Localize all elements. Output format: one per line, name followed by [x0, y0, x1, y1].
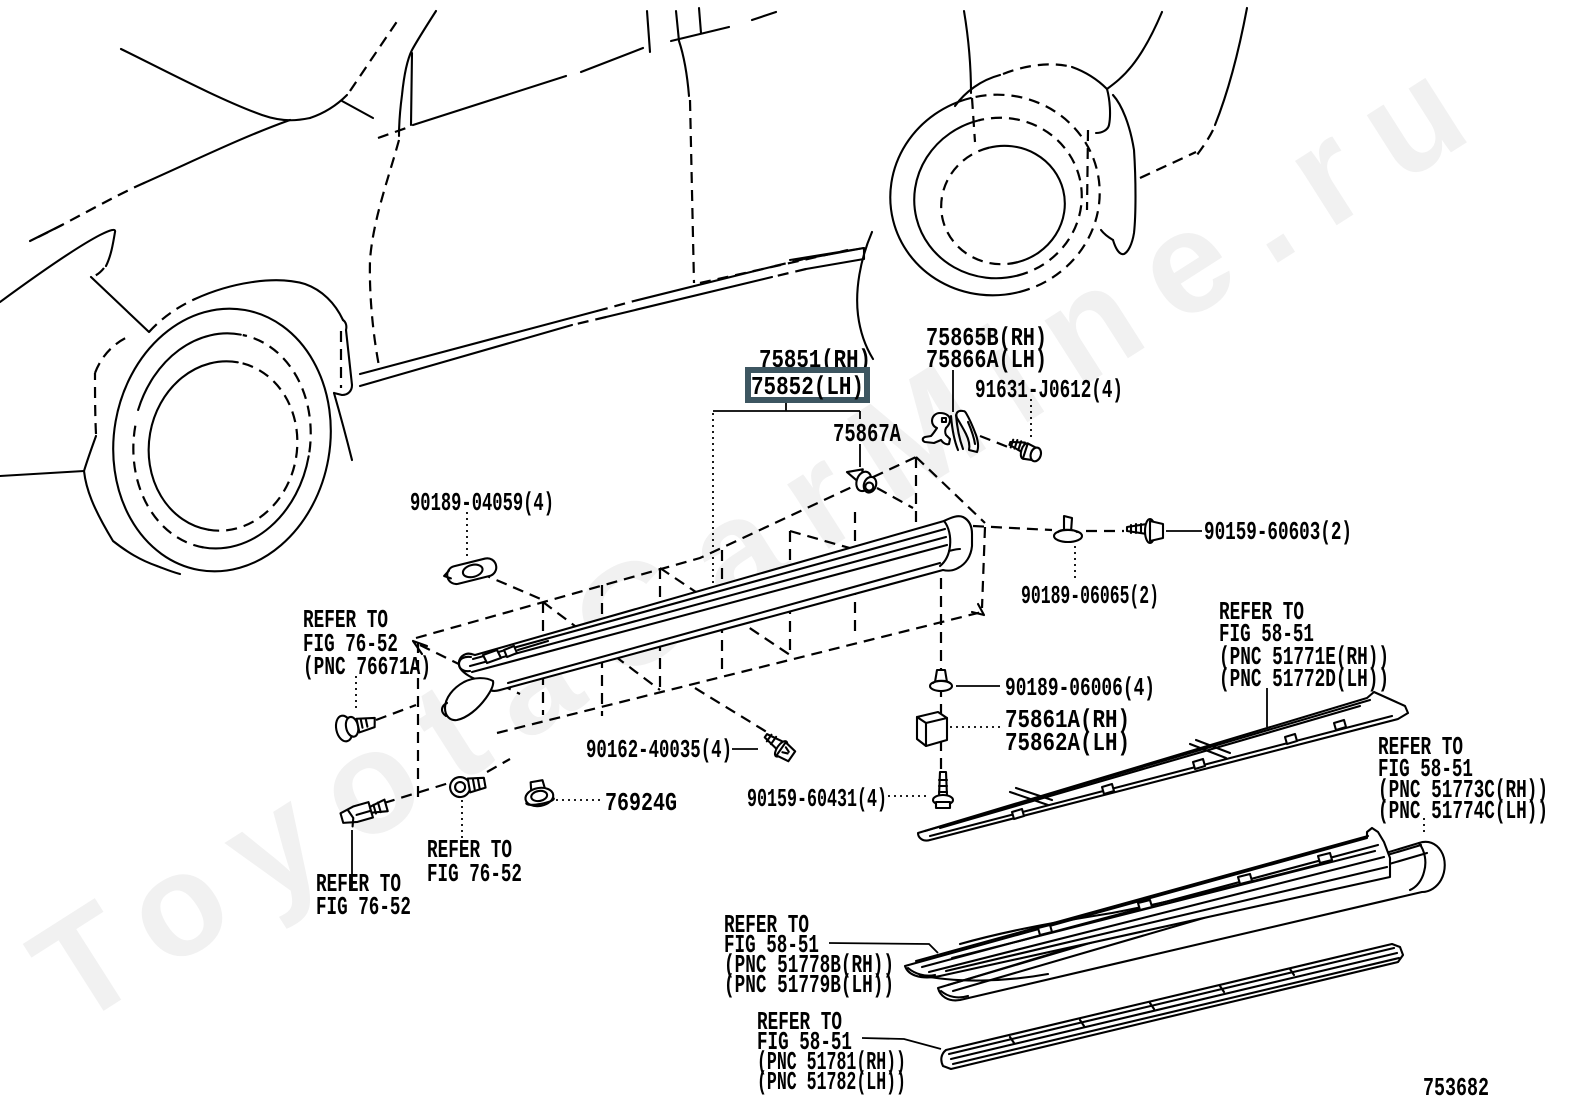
- svg-text:FIG 58-51: FIG 58-51: [1219, 619, 1314, 649]
- svg-text:(PNC 51774C(LH)): (PNC 51774C(LH)): [1378, 796, 1548, 826]
- svg-text:REFER TO: REFER TO: [316, 869, 401, 899]
- svg-text:FIG 58-51: FIG 58-51: [724, 930, 819, 960]
- svg-text:90159-60431(4): 90159-60431(4): [747, 784, 887, 814]
- svg-text:REFER TO: REFER TO: [724, 910, 809, 940]
- svg-text:90189-04059(4): 90189-04059(4): [410, 488, 554, 518]
- svg-text:75865B(RH): 75865B(RH): [926, 323, 1047, 353]
- svg-text:75852(LH): 75852(LH): [751, 372, 864, 402]
- svg-text:(PNC 51782(LH)): (PNC 51782(LH)): [757, 1067, 906, 1097]
- svg-text:REFER TO: REFER TO: [303, 605, 388, 635]
- svg-text:FIG 76-52: FIG 76-52: [427, 859, 522, 889]
- svg-text:(PNC 51778B(RH)): (PNC 51778B(RH)): [724, 950, 894, 980]
- svg-text:REFER TO: REFER TO: [757, 1007, 842, 1037]
- svg-text:REFER TO: REFER TO: [1219, 597, 1304, 627]
- svg-text:FIG 58-51: FIG 58-51: [757, 1027, 852, 1057]
- svg-text:(PNC 51773C(RH)): (PNC 51773C(RH)): [1378, 775, 1548, 805]
- svg-text:REFER TO: REFER TO: [1378, 732, 1463, 762]
- svg-text:(PNC 51779B(LH)): (PNC 51779B(LH)): [724, 970, 894, 1000]
- svg-text:75866A(LH): 75866A(LH): [926, 345, 1047, 375]
- svg-text:(PNC 51771E(RH)): (PNC 51771E(RH)): [1219, 642, 1389, 672]
- svg-text:FIG 76-52: FIG 76-52: [316, 892, 411, 922]
- svg-text:75867A: 75867A: [833, 419, 901, 449]
- svg-text:91631-J0612(4): 91631-J0612(4): [975, 375, 1123, 405]
- svg-text:90189-06065(2): 90189-06065(2): [1021, 581, 1159, 611]
- svg-text:90159-60603(2): 90159-60603(2): [1204, 517, 1352, 547]
- svg-text:(PNC 51781(RH)): (PNC 51781(RH)): [757, 1047, 906, 1077]
- svg-text:753682: 753682: [1423, 1073, 1489, 1099]
- svg-text:76924G: 76924G: [605, 788, 677, 818]
- svg-text:(PNC 51772D(LH)): (PNC 51772D(LH)): [1219, 664, 1389, 694]
- svg-text:90162-40035(4): 90162-40035(4): [586, 735, 732, 765]
- svg-text:75861A(RH): 75861A(RH): [1005, 705, 1130, 735]
- svg-text:REFER TO: REFER TO: [427, 835, 512, 865]
- svg-text:FIG 76-52: FIG 76-52: [303, 629, 398, 659]
- svg-text:75862A(LH): 75862A(LH): [1005, 728, 1130, 758]
- svg-text:(PNC 76671A): (PNC 76671A): [303, 652, 431, 682]
- svg-text:90189-06006(4): 90189-06006(4): [1005, 673, 1155, 703]
- svg-text:FIG 58-51: FIG 58-51: [1378, 754, 1473, 784]
